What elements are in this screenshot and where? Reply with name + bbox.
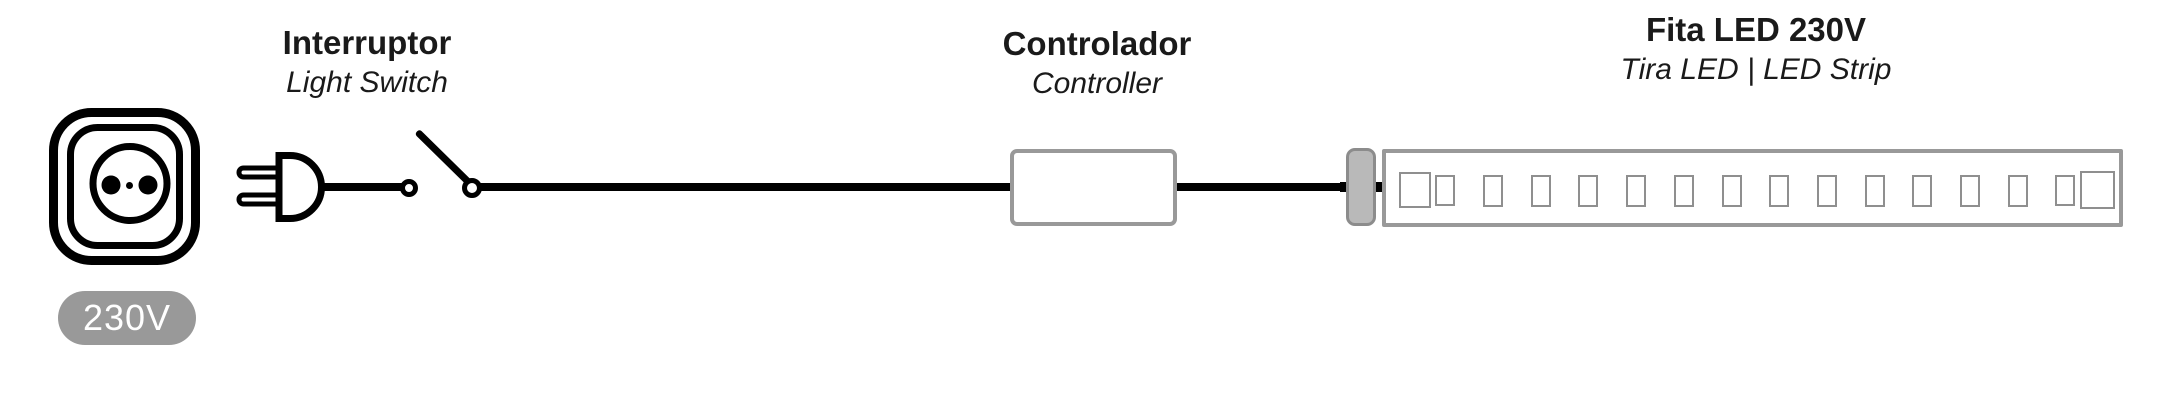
led-chip xyxy=(1912,175,1932,207)
switch-label-subtitle: Light Switch xyxy=(286,65,448,99)
wire-segment-switch-to-controller xyxy=(480,183,1012,191)
controller-label-title: Controlador xyxy=(1002,25,1192,62)
wire-segment-controller-to-connector xyxy=(1175,183,1349,191)
led-strip-label: Fita LED 230V Tira LED | LED Strip xyxy=(1586,11,1926,86)
led-chip xyxy=(1626,175,1646,207)
controller-label: Controlador Controller xyxy=(947,25,1247,100)
switch-contact-right xyxy=(462,178,482,198)
led-chip xyxy=(1865,175,1885,207)
led-chip xyxy=(1483,175,1503,207)
led-chip xyxy=(1674,175,1694,207)
voltage-badge: 230V xyxy=(58,291,196,345)
outlet-center-dot xyxy=(126,182,133,189)
led-chip xyxy=(1435,175,1455,206)
led-chip xyxy=(1722,175,1742,207)
wire-segment-plug-to-switch xyxy=(322,183,402,191)
outlet-hole-right xyxy=(138,175,158,195)
led-chip xyxy=(2080,171,2115,209)
voltage-badge-label: 230V xyxy=(82,297,172,338)
led-strip-label-subtitle: Tira LED | LED Strip xyxy=(1620,52,1892,86)
switch-label: Interruptor Light Switch xyxy=(217,24,517,99)
power-outlet-icon xyxy=(49,108,200,265)
outlet-hole-left xyxy=(101,175,121,195)
led-chip xyxy=(1531,175,1551,207)
plug-icon xyxy=(236,152,326,222)
led-chip xyxy=(1399,172,1431,208)
led-strip xyxy=(1382,149,2123,227)
led-strip-label-title: Fita LED 230V xyxy=(1645,11,1867,48)
led-chip xyxy=(1769,175,1789,207)
switch-label-title: Interruptor xyxy=(282,24,452,61)
controller-label-subtitle: Controller xyxy=(1031,66,1163,100)
led-chip xyxy=(1578,175,1598,207)
switch-contact-left xyxy=(400,179,418,197)
led-chip xyxy=(2055,175,2075,206)
led-chip xyxy=(2008,175,2028,207)
strip-connector-icon xyxy=(1346,148,1376,226)
controller-box xyxy=(1010,149,1177,226)
led-chip xyxy=(1960,175,1980,207)
led-chip xyxy=(1817,175,1837,207)
